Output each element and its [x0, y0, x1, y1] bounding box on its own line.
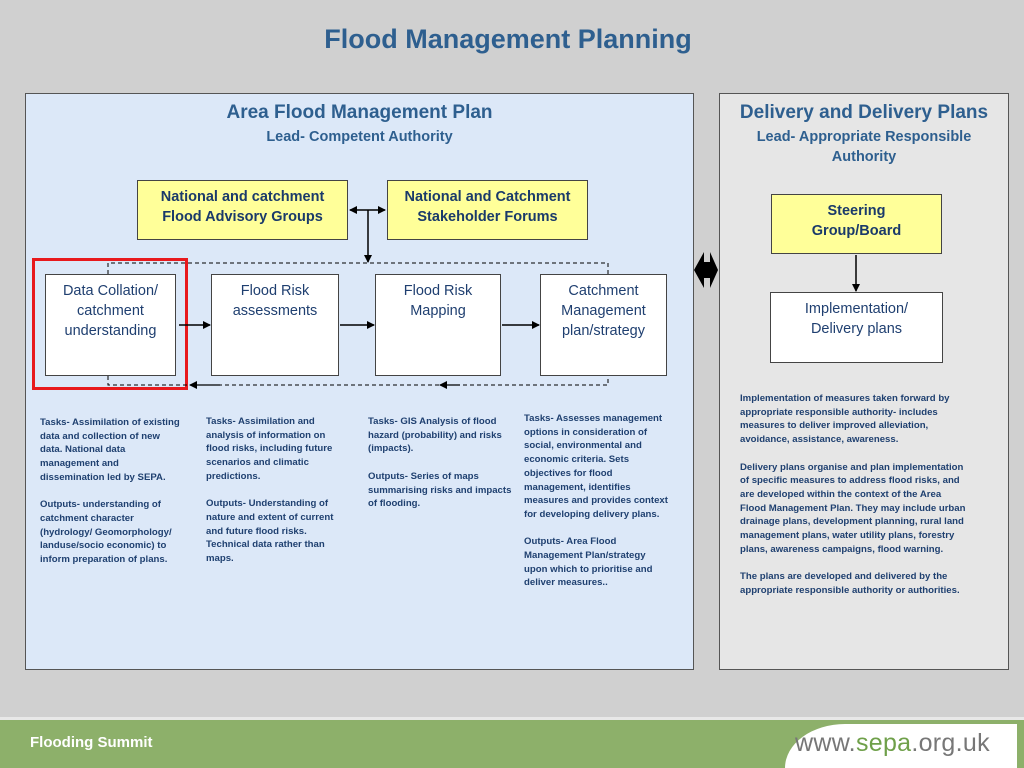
page-title: Flood Management Planning: [324, 24, 692, 54]
feedback-loop-bottom: [107, 376, 609, 386]
footer-label: Flooding Summit: [30, 734, 153, 751]
note-flood-risk-mapping: Tasks- GIS Analysis of flood hazard (pro…: [368, 416, 512, 510]
highlight-frame: [32, 258, 188, 390]
footer-url-suffix: .org.uk: [911, 729, 990, 757]
step-catchment-management-box: Catchment Management plan/strategy: [540, 274, 667, 376]
left-panel-heading: Area Flood Management Plan: [226, 102, 493, 123]
left-panel-subheading: Lead- Competent Authority: [266, 129, 453, 145]
stakeholder-forums-box: National and Catchment Stakeholder Forum…: [387, 180, 588, 240]
step-flood-risk-mapping-box: Flood Risk Mapping: [375, 274, 501, 376]
delivery-plans-panel: Delivery and Delivery Plans Lead- Approp…: [719, 93, 1009, 670]
note-catchment-management: Tasks- Assesses management options in co…: [524, 413, 668, 589]
step-data-collation-box: Data Collation/ catchment understanding: [45, 274, 176, 376]
right-panel-subheading: Lead- Appropriate Responsible Authority: [756, 129, 972, 165]
step-flood-risk-assessments-box: Flood Risk assessments: [211, 274, 339, 376]
feedback-loop-top: [107, 262, 609, 274]
footer-band: [0, 717, 1024, 721]
panels-double-arrow: [694, 252, 718, 288]
footer-url-link[interactable]: www.sepa.org.uk: [795, 729, 990, 758]
right-panel-heading: Delivery and Delivery Plans: [739, 102, 989, 123]
note-data-collation: Tasks- Assimilation of existing data and…: [40, 417, 180, 566]
implementation-plans-box: Implementation/ Delivery plans: [770, 292, 943, 363]
steering-group-box: Steering Group/Board: [771, 194, 942, 254]
flood-advisory-groups-box: National and catchment Flood Advisory Gr…: [137, 180, 348, 240]
note-delivery-plans: Implementation of measures taken forward…: [740, 393, 966, 596]
footer-url-accent: sepa: [855, 729, 912, 757]
diagram-connectors: [107, 206, 860, 389]
footer-url-prefix: www.: [795, 729, 856, 757]
footer-url-background: [785, 724, 1017, 768]
note-flood-risk-assessments: Tasks- Assimilation and analysis of info…: [206, 416, 334, 565]
